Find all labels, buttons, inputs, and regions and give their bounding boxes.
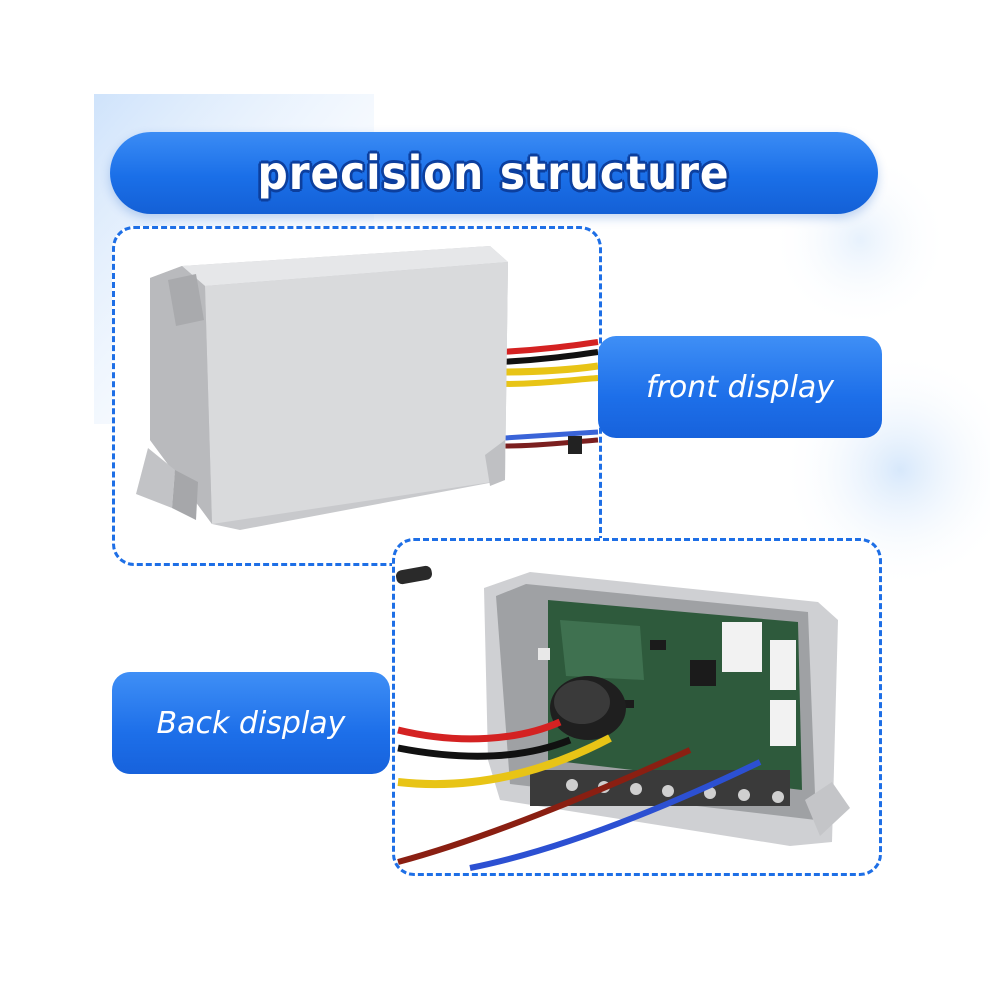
page-title: precision structure (257, 146, 731, 200)
back-display-text: Back display (156, 705, 346, 741)
back-display-label: Back display (112, 672, 390, 774)
title-banner: precision structure (110, 132, 878, 214)
front-display-text: front display (645, 369, 835, 405)
front-display-label: front display (598, 336, 882, 438)
